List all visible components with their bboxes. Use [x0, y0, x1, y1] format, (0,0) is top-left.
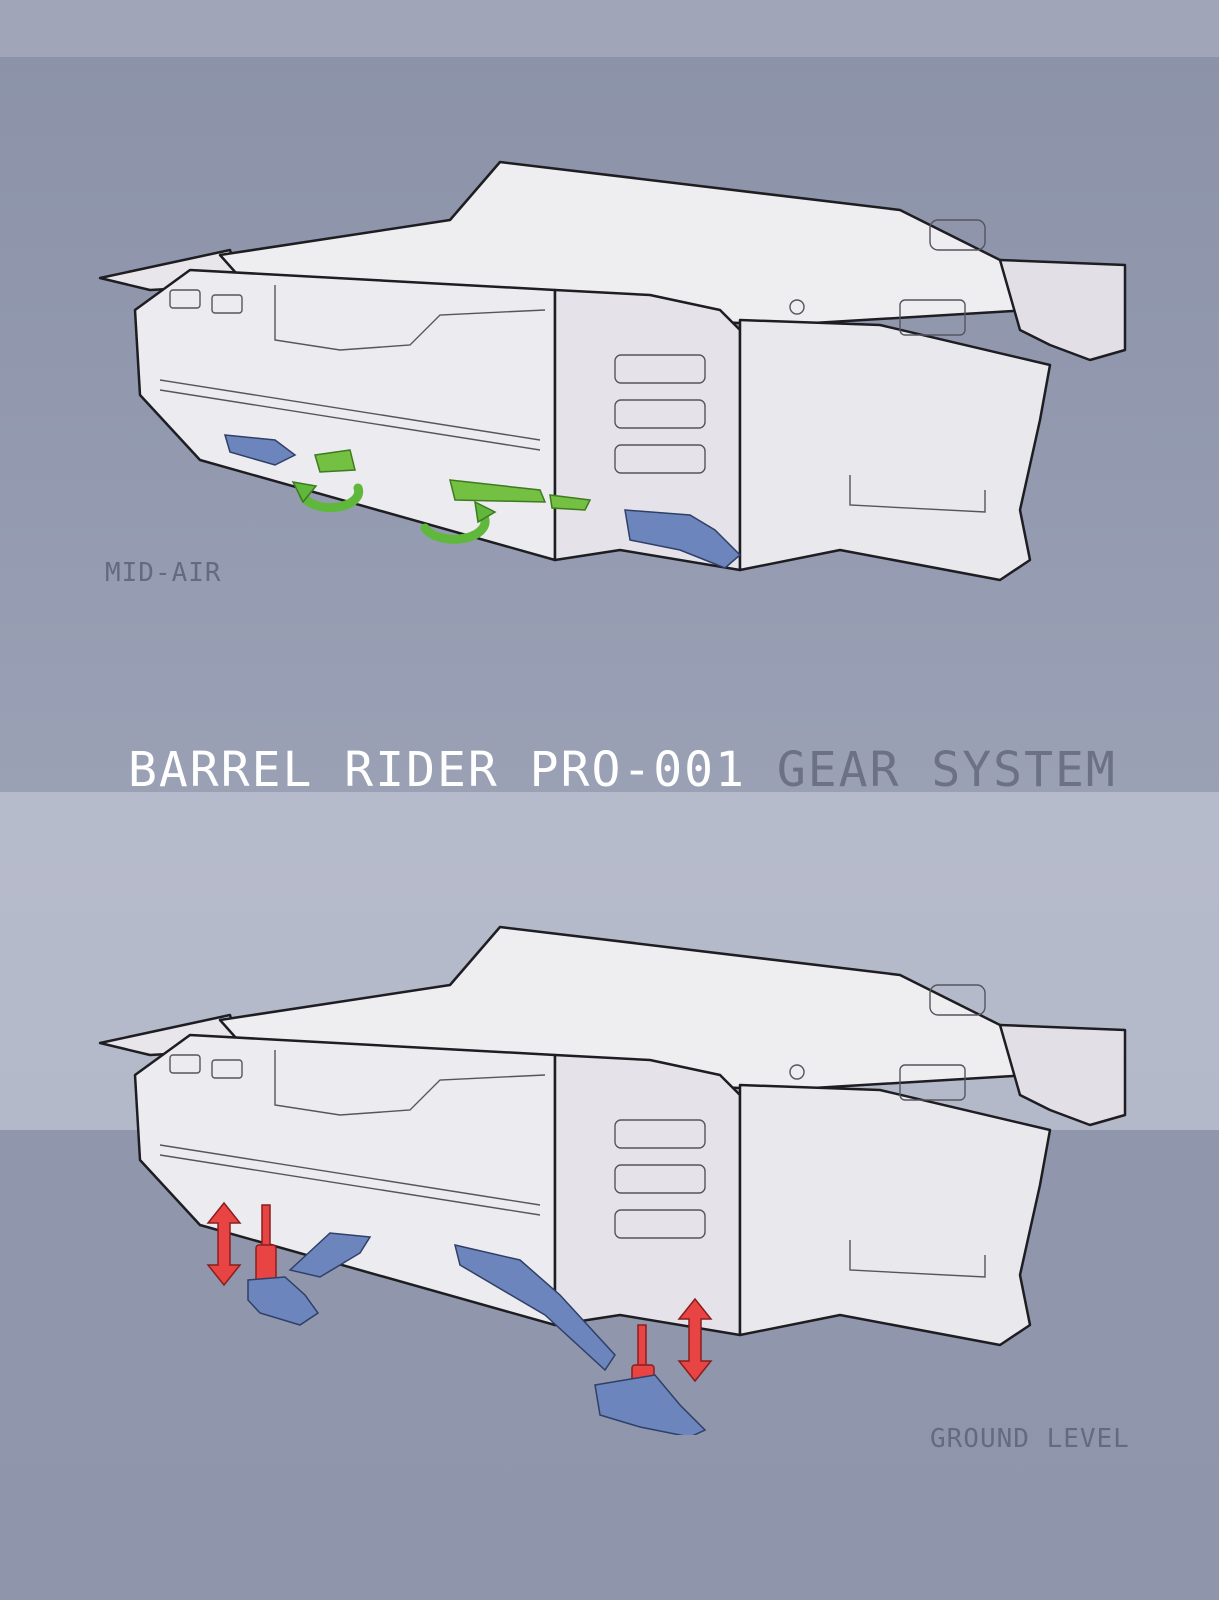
rotate-arrowhead-icon	[291, 481, 497, 524]
rear-engine	[998, 258, 1127, 362]
main-hull-right	[738, 1083, 1052, 1347]
main-hull-right	[738, 318, 1052, 582]
top-strip	[0, 0, 1219, 57]
title-primary: BARREL RIDER PRO-001	[128, 742, 746, 798]
ground-level-view	[0, 915, 1219, 1435]
rear-engine	[998, 1023, 1127, 1127]
up-down-arrow-icon	[206, 1201, 713, 1383]
hull-middle-block	[553, 1053, 742, 1337]
rotate-arrow-icon	[298, 483, 490, 544]
ground-level-label: GROUND LEVEL	[930, 1424, 1130, 1454]
mid-air-view	[0, 150, 1219, 670]
title-secondary: GEAR SYSTEM	[776, 742, 1117, 798]
ground-level-vehicle-drawing	[98, 925, 1127, 1435]
mid-air-label: MID-AIR	[105, 558, 222, 588]
stowed-landing-gear	[223, 434, 742, 569]
deployed-landing-gear	[247, 1232, 707, 1435]
retracting-gear	[314, 449, 592, 511]
mid-air-vehicle-drawing	[98, 160, 1127, 582]
main-hull-left	[133, 268, 557, 562]
page-title: BARREL RIDER PRO-001 GEAR SYSTEM	[128, 742, 1117, 798]
